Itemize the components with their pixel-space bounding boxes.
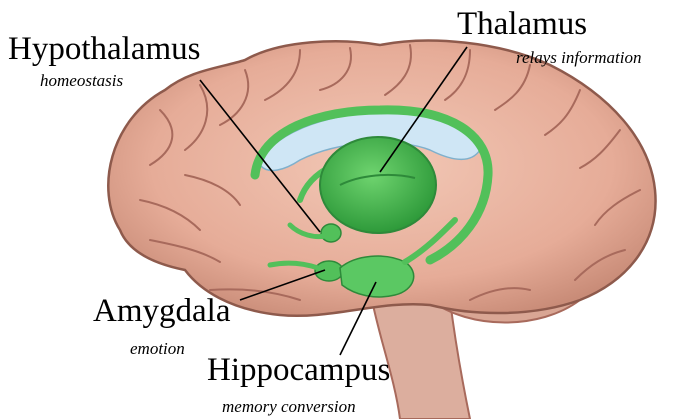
amygdala-function: emotion: [130, 340, 185, 357]
thalamus-label: Thalamus: [457, 8, 587, 41]
hippocampus-function: memory conversion: [222, 398, 356, 415]
thalamus-shape: [320, 137, 436, 233]
hypothalamus-function: homeostasis: [40, 72, 123, 89]
hippocampus-label: Hippocampus: [207, 354, 390, 387]
thalamus-function: relays information: [516, 49, 641, 66]
hypothalamus-label: Hypothalamus: [8, 33, 200, 66]
hypothalamus-shape: [321, 224, 341, 242]
amygdala-shape: [315, 261, 343, 281]
amygdala-label: Amygdala: [93, 295, 230, 328]
